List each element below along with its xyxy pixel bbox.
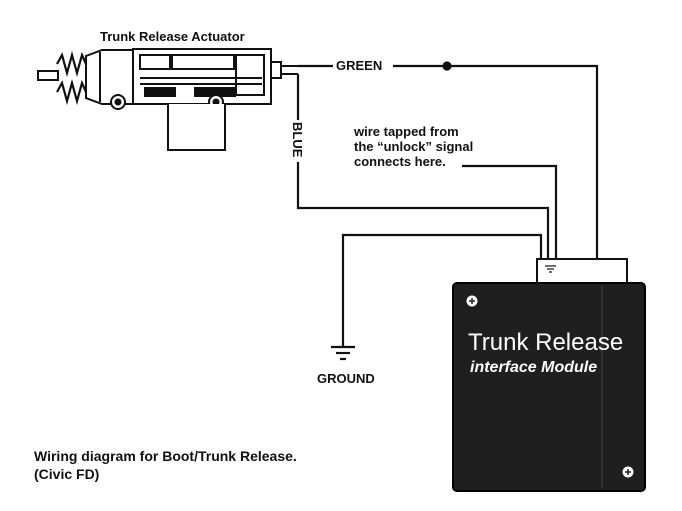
module-body — [452, 282, 646, 492]
note-line-1: wire tapped from — [353, 124, 459, 139]
actuator-plunger — [37, 70, 59, 81]
blue-wire-label: BLUE — [290, 122, 305, 158]
actuator-lower-housing — [167, 104, 226, 151]
actuator-connector — [270, 61, 282, 79]
note-line-3: connects here. — [354, 154, 446, 169]
unlock-signal-wire — [462, 164, 558, 260]
interface-module: Trunk Release interface Module — [452, 282, 646, 492]
actuator-boot — [85, 49, 136, 105]
green-wire — [393, 64, 599, 260]
wires — [296, 61, 599, 361]
module-title: Trunk Release — [468, 329, 623, 356]
green-wire-junction-dot — [442, 61, 452, 71]
actuator-endcap — [235, 54, 265, 96]
blue-wire — [296, 162, 550, 260]
actuator-spring-upper — [56, 50, 88, 78]
module-subtitle: interface Module — [470, 359, 597, 376]
module-connector — [536, 258, 628, 285]
actuator-detail-1 — [139, 54, 171, 70]
note-line-2: the “unlock” signal — [354, 139, 473, 154]
trunk-release-actuator — [37, 48, 298, 151]
caption-line-1: Wiring diagram for Boot/Trunk Release. — [34, 448, 297, 464]
actuator-label: Trunk Release Actuator — [100, 29, 245, 44]
ground-wire — [341, 233, 543, 346]
green-wire-label: GREEN — [336, 58, 382, 73]
actuator-detail-bar-1 — [144, 87, 176, 97]
actuator-mount-right-hole — [212, 98, 220, 106]
ground-label: GROUND — [317, 371, 375, 386]
caption-line-2: (Civic FD) — [34, 466, 99, 482]
actuator-detail-2 — [171, 54, 235, 70]
actuator-mount-left-hole — [114, 98, 122, 106]
actuator-spring-lower — [56, 78, 88, 106]
